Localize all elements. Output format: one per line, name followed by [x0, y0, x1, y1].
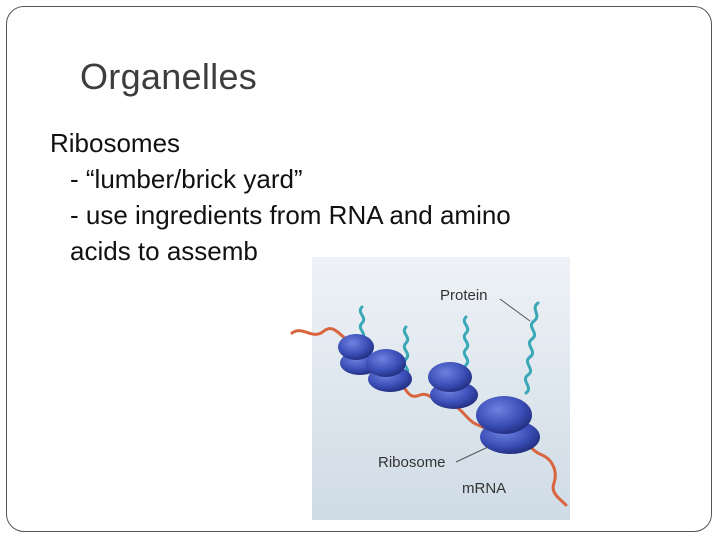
bullet-use-ingredients: - use ingredients from RNA and amino: [70, 200, 511, 230]
ribosome-figure: Protein Ribosome mRNA: [290, 257, 570, 520]
ribosome-illustration: Protein Ribosome mRNA: [290, 255, 570, 520]
protein-chain-4: [523, 301, 540, 395]
mrna-label: mRNA: [462, 480, 506, 497]
slide-body: Ribosomes - “lumber/brick yard” - use in…: [50, 125, 670, 269]
ribosome-leader-line: [455, 446, 489, 463]
ribosome-4: [476, 396, 540, 454]
protein-label: Protein: [440, 287, 488, 304]
ribosome-2: [366, 349, 412, 392]
protein-leader-line: [499, 298, 531, 322]
bullet-ribosomes: Ribosomes: [50, 128, 181, 158]
protein-chain-2: [402, 325, 410, 377]
protein-chain-1: [358, 305, 366, 341]
bullet-assemble: acids to assemb: [70, 236, 258, 266]
ribosome-3: [428, 362, 478, 409]
ribosome-label: Ribosome: [378, 454, 446, 471]
slide-title: Organelles: [80, 56, 258, 97]
bullet-lumber-yard: - “lumber/brick yard”: [70, 164, 303, 194]
